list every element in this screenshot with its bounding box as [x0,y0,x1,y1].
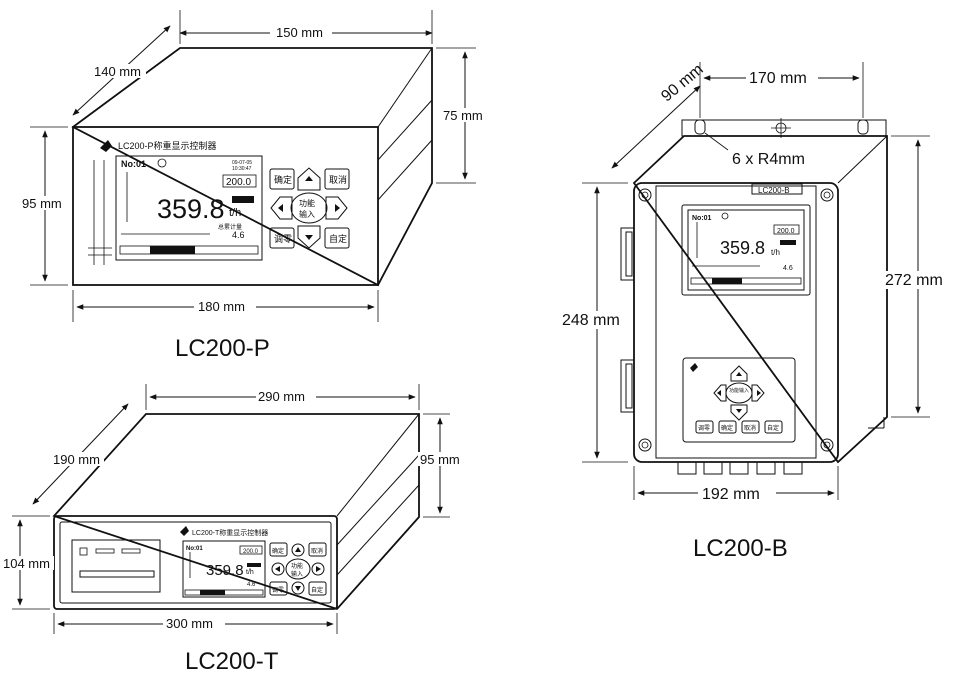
p-dim-depth: 140 mm [94,64,141,79]
b-unit: t/h [771,248,780,257]
b-dim-height-outer: 272 mm [885,272,943,289]
t-custom-key[interactable] [308,581,327,596]
t-key-label: 取消 [311,547,323,555]
right-arrow-key[interactable] [325,196,348,220]
p-key-label: 自定 [329,233,347,244]
b-key-label: 调零 [698,424,710,432]
p-dim-height-side: 75 mm [443,108,483,123]
b-nameplate: LC200-B [758,186,790,195]
b-confirm-key[interactable] [718,420,737,434]
b-key-label: 确定 [721,424,733,432]
b-setpoint: 200.0 [777,228,795,235]
cable-glands [677,461,803,475]
b-dim-depth: 90 mm [658,61,706,105]
t-dim-depth: 190 mm [53,452,100,467]
t-key-label: 确定 [272,547,284,555]
t-caption: LC200-T [185,648,279,675]
p-keypad: 确定 取消 调零 自定 功能 输入 [269,167,350,249]
p-key-label: 功能 [299,198,315,208]
p-dim-width-top: 150 mm [276,25,323,40]
b-key-center: 功能输入 [729,387,749,394]
t-lcd-screen [182,540,266,598]
b-caption: LC200-B [693,535,788,562]
right-arrow-key[interactable] [311,562,325,576]
logo-icon [690,363,698,372]
lc200-t-drawing: LC200-T称重显示控制器 No:01 200.0 359.8 t/h 4.6… [2,384,466,675]
up-arrow-key[interactable] [297,167,321,191]
up-arrow-key[interactable] [730,365,748,382]
t-unit: t/h [246,569,254,576]
p-time: 10:30:47 [232,166,252,172]
b-cancel-key[interactable] [741,420,760,434]
printer-slot [71,539,161,593]
b-keypad: 功能输入 调零 确定 取消 自定 [695,365,783,434]
p-zero-key[interactable] [269,227,295,249]
t-key-label: 自定 [311,586,323,594]
up-arrow-key[interactable] [291,543,305,557]
b-key-label: 取消 [744,424,756,432]
t-confirm-key[interactable] [269,542,288,557]
b-station: No:01 [692,215,712,222]
p-cancel-key[interactable] [324,168,350,190]
p-total: 4.6 [232,230,245,240]
b-reading: 359.8 [720,238,765,258]
down-arrow-key[interactable] [297,225,321,249]
p-key-label: 调零 [274,234,292,244]
t-key-label: 调零 [272,586,284,594]
p-dim-width-front: 180 mm [198,299,245,314]
t-zero-key[interactable] [269,581,288,596]
lc200-b-drawing: LC200-B No:01 200.0 359.8 t/h 4.6 功能输入 [560,61,954,562]
b-key-label: 自定 [767,424,779,432]
p-total-label: 总累计量 [218,223,242,231]
t-dim-width-top: 290 mm [258,389,305,404]
p-caption: LC200-P [175,335,270,362]
t-cancel-key[interactable] [308,542,327,557]
t-key-label: 功能 [291,562,303,570]
logo-icon [180,526,189,536]
t-panel-title: LC200-T称重显示控制器 [192,528,268,537]
t-dim-width-front: 300 mm [166,616,213,631]
p-key-label: 输入 [299,209,315,219]
b-holes-label: 6 x R4mm [732,151,805,168]
p-station: No:01 [121,159,146,169]
t-reading: 359.8 [206,562,244,579]
t-total: 4.6 [247,582,256,588]
t-setpoint: 200.0 [243,549,259,555]
p-key-label: 取消 [329,174,347,185]
b-lcd-screen [687,209,805,291]
p-date: 09-07-05 [232,160,252,166]
p-confirm-key[interactable] [269,168,295,190]
left-arrow-key[interactable] [270,196,293,220]
p-panel-title: LC200-P称重显示控制器 [118,140,217,151]
p-unit: t/h [229,207,241,219]
t-key-label: 输入 [291,570,303,578]
t-function-key[interactable] [285,558,311,580]
left-arrow-key[interactable] [713,384,727,402]
p-lcd-screen [115,155,263,261]
right-arrow-key[interactable] [751,384,765,402]
b-zero-key[interactable] [695,420,714,434]
p-custom-key[interactable] [324,227,350,249]
t-keypad: 确定 取消 调零 自定 功能 输入 [269,542,327,596]
b-custom-key[interactable] [764,420,783,434]
p-setpoint: 200.0 [226,177,251,188]
b-dim-width-bottom: 192 mm [702,486,760,503]
down-arrow-key[interactable] [730,404,748,421]
t-dim-height-front: 104 mm [3,556,50,571]
down-arrow-key[interactable] [291,581,305,595]
t-station: No:01 [186,546,203,552]
p-dim-height-front: 95 mm [22,196,62,211]
t-dim-height-side: 95 mm [420,452,460,467]
p-reading: 359.8 [157,194,225,224]
p-function-key[interactable] [290,192,328,224]
b-total: 4.6 [783,265,793,272]
b-dim-height-inner: 248 mm [562,312,620,329]
p-key-label: 确定 [274,174,292,185]
left-arrow-key[interactable] [271,562,285,576]
b-dim-width-top: 170 mm [749,70,807,87]
lc200-p-drawing: LC200-P称重显示控制器 No:01 09-07-05 10:30:47 2… [20,10,490,362]
logo-icon [100,140,112,152]
